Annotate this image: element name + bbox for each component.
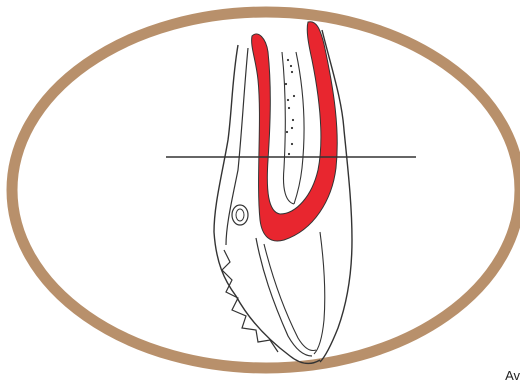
stipple-dot	[291, 71, 293, 73]
stipple-dot	[285, 83, 287, 85]
root-line-1	[256, 238, 312, 356]
stipple-dot	[293, 95, 295, 97]
caption-text: Av	[505, 368, 520, 383]
stipple-dot	[291, 127, 293, 129]
stipple-dot	[287, 99, 289, 101]
foramen-oval	[232, 205, 248, 225]
stipple-dots	[285, 59, 295, 155]
stipple-dot	[286, 131, 288, 133]
stipple-dot	[292, 119, 294, 121]
stipple-dot	[288, 107, 290, 109]
stipple-dot	[288, 153, 290, 155]
dentin-inner-right	[294, 52, 304, 204]
stipple-dot	[287, 59, 289, 61]
foramen-oval-inner	[236, 209, 244, 221]
stipple-dot	[291, 143, 293, 145]
tooth-inner-outline-left	[226, 48, 248, 245]
pulp-canal	[252, 22, 338, 241]
root-line-3	[314, 232, 325, 354]
stipple-dot	[290, 65, 292, 67]
